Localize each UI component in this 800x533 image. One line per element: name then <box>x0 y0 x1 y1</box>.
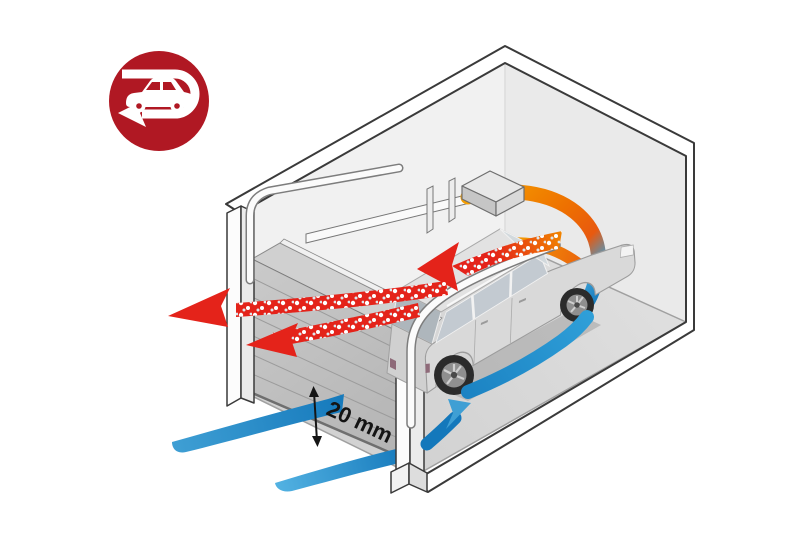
exhaust-arrow-lower <box>246 303 420 357</box>
right-post-foot-front <box>390 462 410 494</box>
left-door-track-face <box>247 165 402 283</box>
intake-swoosh-upper <box>172 394 344 453</box>
car-shadow <box>434 311 601 401</box>
dimension-arrowhead-up <box>309 386 319 397</box>
badge-car-icon <box>126 78 193 113</box>
car-rear-wheel <box>434 355 474 395</box>
airflow-exhaust <box>168 231 562 357</box>
car-u-turn-badge <box>109 51 209 151</box>
exhaust-arrow-roof <box>417 231 562 291</box>
intake-swoosh-lower <box>275 444 410 492</box>
car-door-seams <box>473 297 513 365</box>
car-taillight-far <box>390 358 396 370</box>
exhaust-arrow-upper <box>168 281 448 327</box>
dimension-arrowhead-down <box>312 436 322 447</box>
car-side-profile <box>424 243 636 394</box>
intake-arrowhead <box>446 399 471 429</box>
back-wall-interior <box>505 64 686 322</box>
car-taillight <box>425 363 430 373</box>
car-headlight <box>619 244 634 258</box>
car-door-handles <box>480 297 527 326</box>
ceiling-bracket-1 <box>426 185 434 234</box>
airflow-intake-outside <box>172 394 410 492</box>
door-bottom-seal <box>249 390 413 464</box>
car-pillars <box>470 270 513 320</box>
right-post-foot-side <box>408 462 428 493</box>
car-body-side <box>424 243 636 394</box>
right-door-track <box>406 240 561 429</box>
motor-side <box>495 186 525 217</box>
airflow-intake-inside <box>420 310 594 451</box>
intake-stream-along-car <box>461 310 594 399</box>
opener-motor-unit <box>461 170 525 217</box>
door-opener <box>245 163 471 285</box>
ceiling-bracket-2 <box>448 177 456 223</box>
